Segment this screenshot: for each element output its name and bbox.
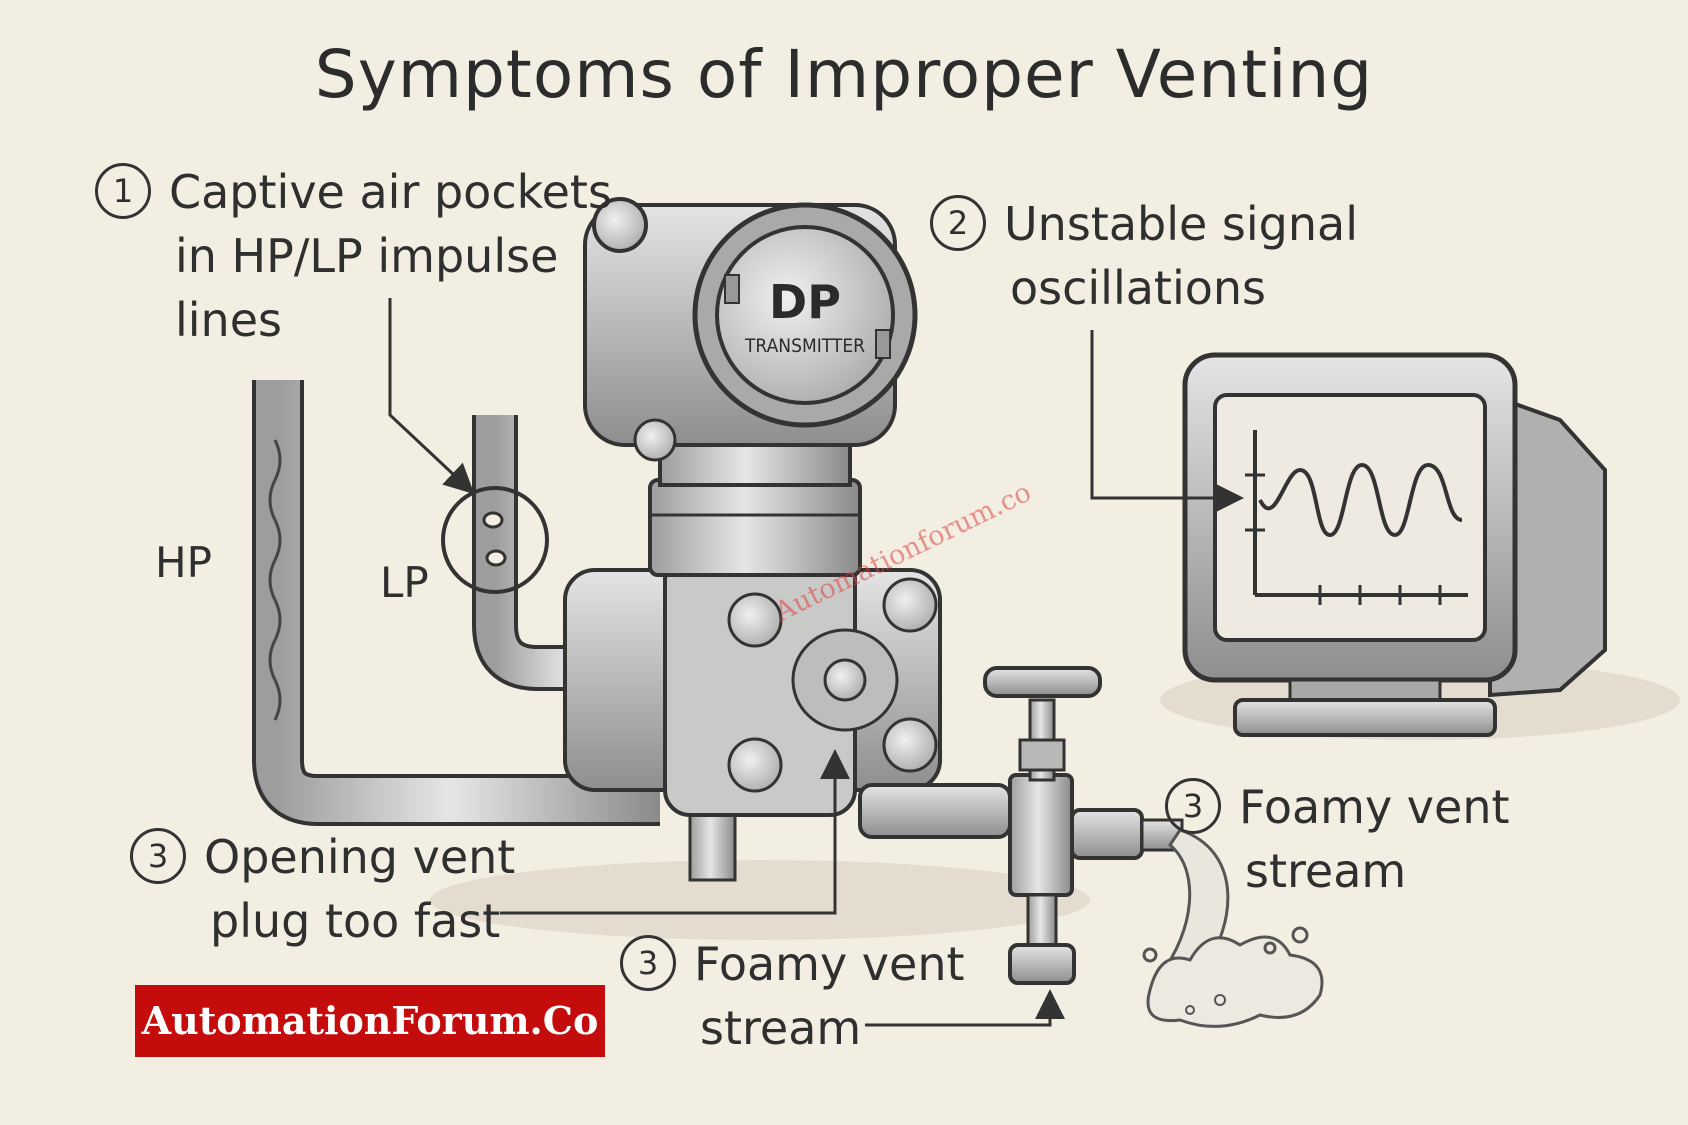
callout-number: 2 — [930, 195, 986, 251]
callout-unstable-signal: 2 Unstable signal oscillations — [930, 192, 1358, 320]
lp-impulse-line-icon — [441, 415, 660, 691]
transmitter-label-dp: DP — [769, 275, 841, 329]
callout-foamy-vent-bottom: 3 Foamy vent stream — [620, 932, 965, 1060]
page-title: Symptoms of Improper Venting — [314, 36, 1374, 113]
callout-text-line: in HP/LP impulse — [175, 229, 559, 283]
hp-impulse-line-icon — [252, 380, 660, 826]
callout-text-line: Foamy vent — [1239, 780, 1510, 834]
callout-text-line: Captive air pockets — [169, 165, 612, 219]
callout-foamy-vent-right: 3 Foamy vent stream — [1165, 775, 1510, 903]
dp-transmitter-icon — [563, 197, 942, 882]
callout-text-line: plug too fast — [210, 894, 501, 948]
monitor-icon — [1182, 352, 1607, 737]
callout-number: 3 — [1165, 778, 1221, 834]
callout-text-line: Foamy vent — [694, 937, 965, 991]
callout-number: 3 — [130, 828, 186, 884]
hp-label: HP — [155, 538, 212, 587]
callout-text-line: oscillations — [1010, 261, 1267, 315]
vent-valve-icon — [858, 666, 1184, 985]
callout-text-line: Opening vent — [204, 830, 516, 884]
callout-number: 3 — [620, 935, 676, 991]
transmitter-label-name: TRANSMITTER — [744, 335, 866, 357]
foam-icon — [1142, 828, 1324, 1028]
callout-text-line: stream — [1245, 844, 1407, 898]
lp-label: LP — [380, 558, 429, 607]
callout-air-pockets: 1 Captive air pockets in HP/LP impulse li… — [95, 160, 612, 352]
callout-text-line: lines — [175, 293, 282, 347]
callout-text-line: Unstable signal — [1004, 197, 1358, 251]
callout-text-line: stream — [700, 1001, 862, 1055]
callout-number: 1 — [95, 163, 151, 219]
brand-logo: AutomationForum.Co — [135, 985, 605, 1057]
callout-opening-vent: 3 Opening vent plug too fast — [130, 825, 515, 953]
